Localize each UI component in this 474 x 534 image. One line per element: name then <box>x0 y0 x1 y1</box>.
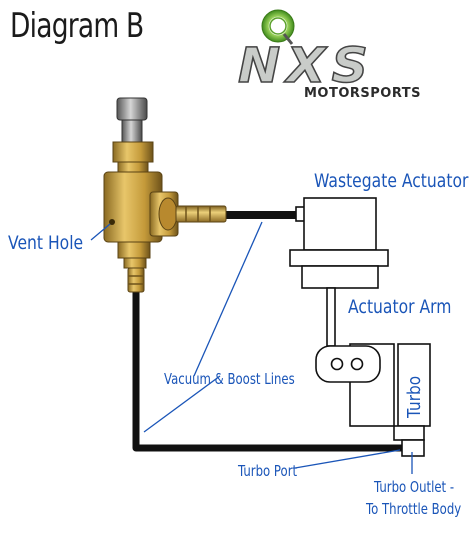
nxs-logo: NXS MOTORSPORTS <box>237 14 460 101</box>
label-wastegate-actuator: Wastegate Actuator <box>314 170 469 192</box>
boost-controller-valve <box>103 97 227 293</box>
label-turbo-outlet-line1: Turbo Outlet - <box>374 478 455 496</box>
label-turbo-outlet-line2: To Throttle Body <box>366 500 462 518</box>
logo-ring-icon <box>261 9 295 45</box>
turbo-drawing <box>315 343 431 457</box>
wastegate-actuator-drawing <box>289 197 389 347</box>
label-vent-hole: Vent Hole <box>8 232 84 254</box>
logo-brand-text: NXS <box>237 37 375 95</box>
label-turbo-port: Turbo Port <box>238 462 298 480</box>
label-vacuum-boost-lines: Vacuum & Boost Lines <box>164 370 295 388</box>
logo-sub-text: MOTORSPORTS <box>304 86 422 101</box>
diagram-title: Diagram B <box>10 6 144 46</box>
label-turbo: Turbo <box>404 375 425 418</box>
pointer-lines <box>90 221 413 474</box>
label-actuator-arm: Actuator Arm <box>348 296 452 318</box>
hose-valve-to-turbo <box>132 288 404 452</box>
